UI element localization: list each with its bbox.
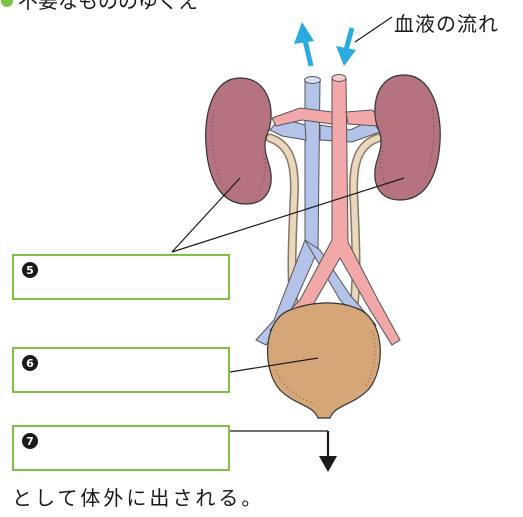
bladder bbox=[268, 303, 381, 418]
left-kidney bbox=[206, 78, 271, 204]
answer-box-6[interactable]: 6 bbox=[12, 347, 230, 393]
flow-label-leader bbox=[355, 17, 392, 42]
answer-number-6: 6 bbox=[22, 355, 38, 371]
answer-number-7: 7 bbox=[22, 433, 38, 449]
arrow-up-icon bbox=[294, 22, 314, 66]
answer-box-5[interactable]: 5 bbox=[12, 254, 230, 300]
answer-box-7[interactable]: 7 bbox=[12, 425, 230, 471]
caption-text: として体外に出される。 bbox=[12, 482, 264, 511]
blood-flow-label: 血液の流れ bbox=[394, 8, 499, 37]
right-kidney bbox=[375, 75, 440, 200]
arrow-down-output-icon bbox=[319, 431, 337, 472]
answer-number-5: 5 bbox=[22, 262, 38, 278]
arrow-down-icon bbox=[336, 28, 356, 66]
